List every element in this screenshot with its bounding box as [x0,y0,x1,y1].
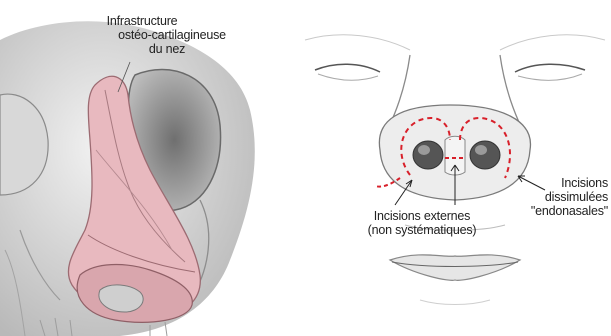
right-closed-eye [515,64,585,72]
internal-label-line-3: "endonasales" [510,204,608,218]
skull-illustration-panel: Infrastructure ostéo-cartilagineuse du n… [0,0,300,336]
mouth [390,255,520,280]
left-closed-eye [315,64,380,72]
external-label-line-2: (non systématiques) [342,223,502,237]
nose-underside-drawing [300,0,611,336]
label-line-1: Infrastructure [32,14,252,28]
left-nostril [413,141,443,169]
label-line-2: ostéo-cartilagineuse [92,28,252,42]
nose-incision-panel: Incisions externes (non systématiques) I… [300,0,611,336]
external-label-line-1: Incisions externes [342,209,502,223]
internal-label-line-1: Incisions [510,176,608,190]
label-line-3: du nez [82,42,252,56]
external-incisions-label: Incisions externes (non systématiques) [342,209,502,237]
internal-label-line-2: dissimulées [510,190,608,204]
endonasal-incisions-label: Incisions dissimulées "endonasales" [510,176,608,218]
nasal-structure-label: Infrastructure ostéo-cartilagineuse du n… [62,14,252,56]
right-nostril [470,141,500,169]
